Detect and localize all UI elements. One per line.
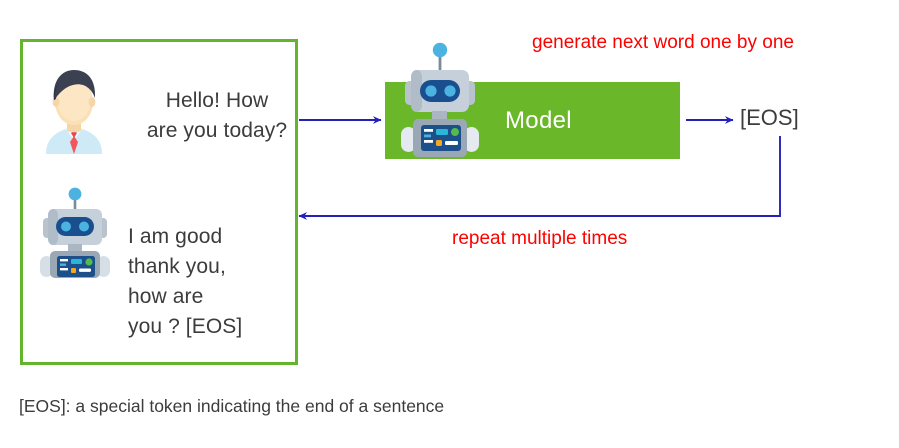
annotation-generate: generate next word one by one	[532, 32, 794, 53]
bot-message-text: I am good thank you, how are you ? [EOS]	[128, 225, 243, 338]
user-message-text: Hello! How are you today?	[146, 89, 288, 142]
model-label: Model	[505, 106, 572, 134]
footnote-text: [EOS]: a special token indicating the en…	[19, 396, 445, 416]
eos-token-label: [EOS]	[740, 105, 799, 130]
annotation-repeat: repeat multiple times	[452, 228, 628, 249]
person-avatar-icon	[46, 70, 102, 154]
robot-icon	[401, 42, 479, 157]
robot-icon	[40, 187, 110, 278]
